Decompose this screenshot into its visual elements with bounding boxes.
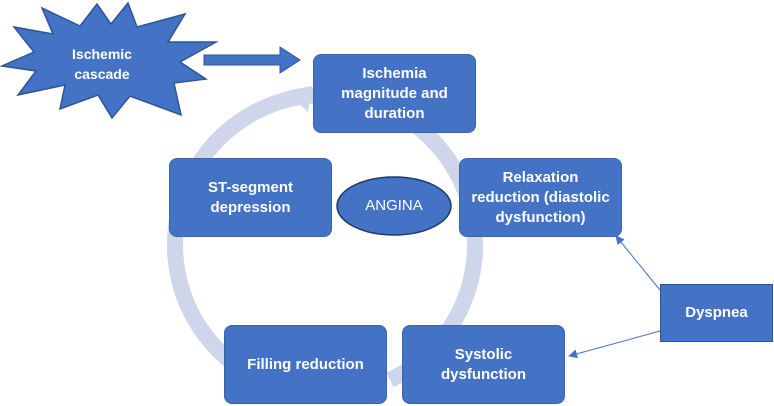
dyspnea-box: Dyspnea: [660, 284, 773, 342]
angina-ellipse: [336, 176, 452, 236]
dyspnea-to-systolic-connector: [568, 330, 661, 359]
relaxation-reduction-box: Relaxation reduction (diastolic dysfunct…: [459, 158, 622, 237]
dyspnea-to-relaxation-connector: [615, 235, 661, 291]
st-segment-depression-box: ST-segment depression: [169, 158, 332, 237]
angina-label: ANGINA: [365, 197, 423, 214]
filling-reduction-box: Filling reduction: [224, 325, 387, 404]
systolic-dysfunction-box: Systolic dysfunction: [402, 325, 565, 404]
cycle-arrowhead: [286, 86, 312, 112]
ischemic-cascade-starburst: [0, 1, 219, 120]
ischemia-box: Ischemia magnitude and duration: [313, 54, 476, 133]
ischemic-cascade-label: Ischemic cascade: [72, 46, 132, 82]
cascade-to-ischemia-arrow: [203, 46, 301, 74]
